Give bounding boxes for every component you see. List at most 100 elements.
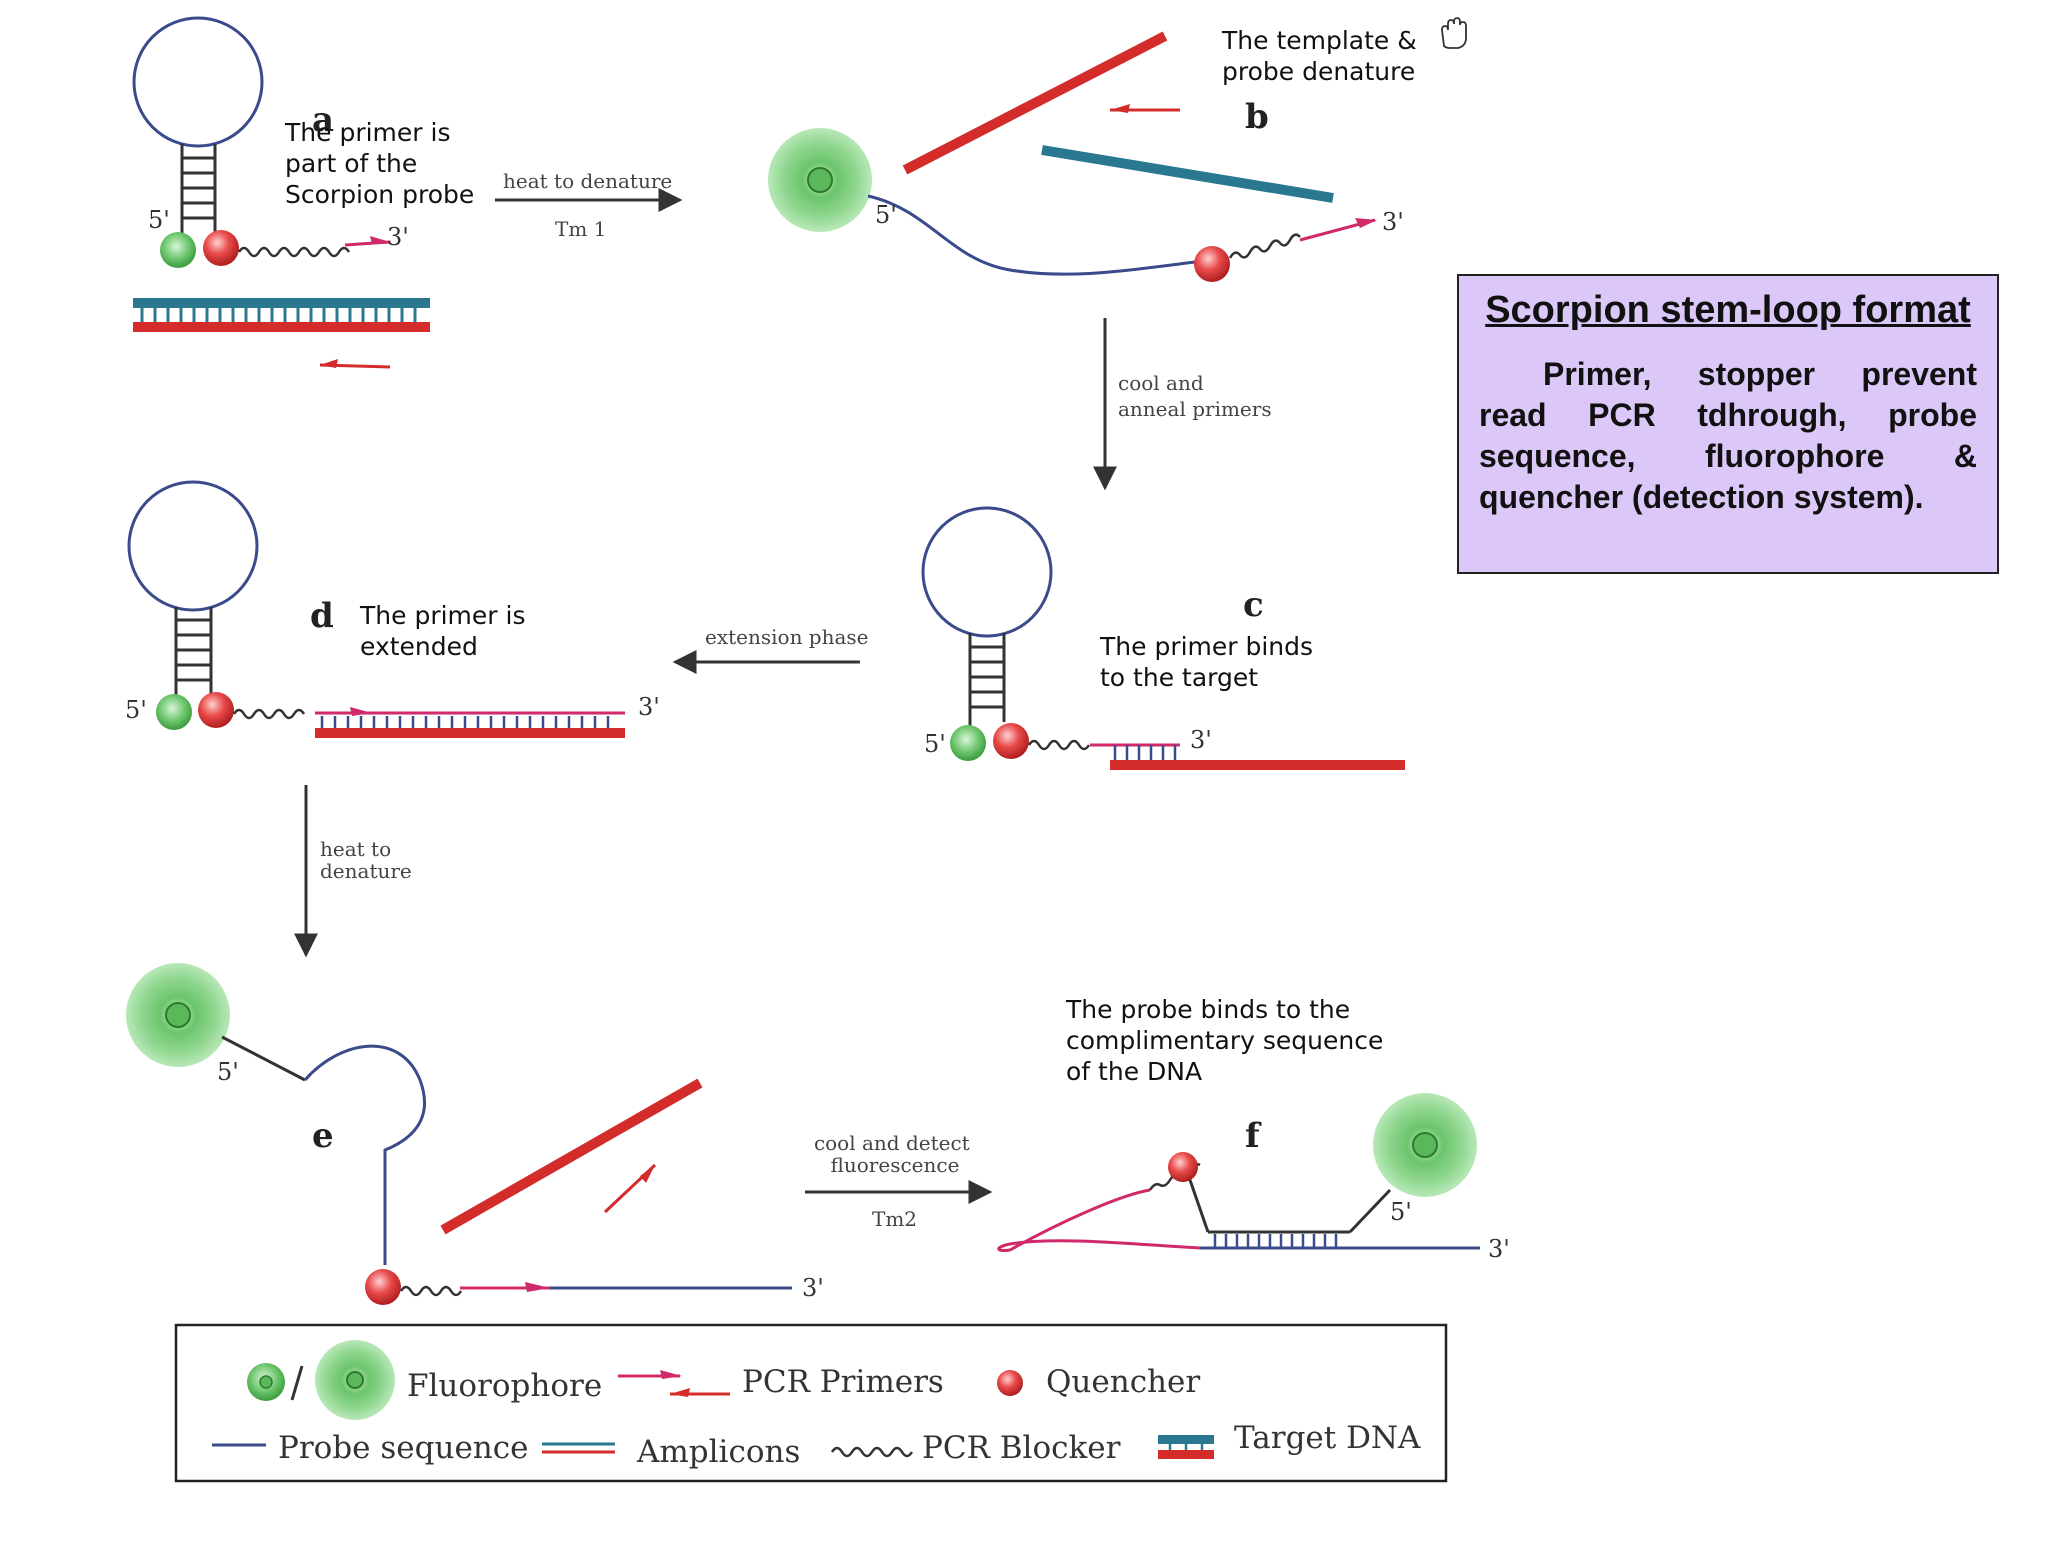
probe-loop xyxy=(921,506,1053,638)
annotation-f-line1: The probe binds to the xyxy=(1065,995,1350,1024)
primer-loop xyxy=(997,1188,1201,1252)
legend-label: Fluorophore xyxy=(407,1368,602,1404)
amplicon-strand xyxy=(440,1078,703,1235)
panel-letter-a: a xyxy=(312,100,334,140)
panel-b: 5' 3' b The template & probe denature xyxy=(768,17,1467,282)
quencher xyxy=(365,1269,401,1305)
panel-f: 5' 3' f The probe binds to the complimen… xyxy=(997,995,1510,1263)
legend-label: Amplicons xyxy=(636,1434,800,1470)
step-label: cool and anneal primers xyxy=(1118,371,1272,421)
five-prime-label: 5' xyxy=(924,730,946,758)
step-label-line1: heat to xyxy=(320,837,391,861)
step-label: extension phase xyxy=(705,625,869,649)
target-dna-top xyxy=(133,298,430,308)
target-strand xyxy=(1110,760,1405,770)
step-arrow-heat-denature-2: heat to denature xyxy=(294,785,412,958)
target-rungs xyxy=(140,308,417,322)
probe-target-rungs xyxy=(1213,1234,1338,1248)
legend: Fluorophore PCR Primers Quencher Probe s… xyxy=(174,1323,1448,1483)
step-label: heat to denature xyxy=(503,169,672,193)
stem-rungs xyxy=(182,156,215,220)
step-label-line2: anneal primers xyxy=(1118,397,1272,421)
target-strand xyxy=(1041,145,1334,203)
pcr-blocker xyxy=(237,246,351,258)
legend-label: Probe sequence xyxy=(278,1430,528,1466)
legend-pcr-primers: PCR Primers xyxy=(618,1364,944,1400)
panel-a: 5' 3' a The primer is part of the Scorpi… xyxy=(132,16,474,369)
quencher xyxy=(1194,246,1230,282)
probe-sequence xyxy=(867,194,1196,276)
pcr-blocker xyxy=(1228,233,1301,259)
fluorophore-small xyxy=(950,725,986,761)
annotation-a-line2: part of the xyxy=(285,149,417,178)
fluorophore-small xyxy=(156,694,192,730)
probe-sequence xyxy=(303,1044,426,1265)
step-arrow-cool-detect: cool and detect fluorescence Tm2 xyxy=(805,1131,993,1231)
five-prime-label: 5' xyxy=(217,1058,239,1086)
three-prime-label: 3' xyxy=(1488,1235,1510,1263)
three-prime-label: 3' xyxy=(638,693,660,721)
legend-probe-sequence: Probe sequence xyxy=(212,1430,528,1466)
pcr-blocker xyxy=(399,1285,463,1297)
legend-quencher: Quencher xyxy=(997,1364,1200,1400)
panel-c: 5' 3' c The primer binds to the target xyxy=(921,506,1405,770)
annotation-c: The primer binds to the target xyxy=(1099,632,1321,692)
extension-rungs xyxy=(320,716,610,728)
legend-label: Quencher xyxy=(1046,1364,1200,1400)
legend-amplicons: Amplicons xyxy=(542,1434,800,1470)
legend-label: Target DNA xyxy=(1234,1420,1421,1456)
step-label-line1: cool and detect xyxy=(814,1131,970,1155)
legend-target-dna: Target DNA xyxy=(1158,1420,1421,1459)
info-box: Scorpion stem-loop format Primer, stoppe… xyxy=(1457,274,1999,574)
quencher xyxy=(198,692,234,728)
annotation-d-line1: The primer is xyxy=(359,601,525,630)
annotation-b-line1: The template & xyxy=(1221,26,1417,55)
annotation-f: The probe binds to the complimentary seq… xyxy=(1065,995,1391,1086)
panel-e: 5' 3' e xyxy=(126,963,824,1305)
panel-letter-c: c xyxy=(1243,585,1264,625)
panel-letter-f: f xyxy=(1245,1116,1262,1156)
pcr-blocker xyxy=(232,708,306,720)
step-arrow-cool-anneal: cool and anneal primers xyxy=(1093,318,1272,491)
annotation-b: The template & probe denature xyxy=(1221,26,1425,86)
step-label-line1: cool and xyxy=(1118,371,1204,395)
target-strand xyxy=(315,728,625,738)
legend-label: PCR Primers xyxy=(742,1364,944,1400)
target-dna-bottom xyxy=(133,322,430,332)
panel-letter-b: b xyxy=(1245,97,1269,137)
info-box-body: Primer, stopper prevent read PCR tdhroug… xyxy=(1479,356,1977,515)
step-sublabel: Tm 1 xyxy=(555,217,606,241)
legend-pcr-blocker: PCR Blocker xyxy=(830,1430,1121,1466)
stem-rungs xyxy=(970,645,1004,709)
five-prime-label: 5' xyxy=(125,696,147,724)
five-prime-label: 5' xyxy=(875,201,897,229)
quencher xyxy=(203,230,239,266)
stem-rungs xyxy=(176,618,211,682)
fluorophore-small xyxy=(160,232,196,268)
annotation-f-line3: of the DNA xyxy=(1066,1057,1202,1086)
panel-d: 5' 3' d The primer is extended xyxy=(125,480,660,738)
legend-fluorophore: Fluorophore xyxy=(247,1340,602,1420)
primer-target-rungs xyxy=(1113,745,1177,760)
probe-loop xyxy=(132,16,264,148)
three-prime-label: 3' xyxy=(1190,726,1212,754)
five-prime-label: 5' xyxy=(148,206,170,234)
three-prime-label: 3' xyxy=(1382,208,1404,236)
quencher xyxy=(993,723,1029,759)
step-arrow-heat-denature: heat to denature Tm 1 xyxy=(495,169,683,241)
hand-cursor-icon xyxy=(1441,17,1467,49)
annotation-b-line2: probe denature xyxy=(1222,57,1415,86)
quencher xyxy=(1168,1152,1198,1182)
three-prime-label: 3' xyxy=(802,1274,824,1302)
three-prime-label: 3' xyxy=(387,223,409,251)
panel-letter-d: d xyxy=(310,596,334,636)
annotation-a: The primer is part of the Scorpion probe xyxy=(284,118,474,209)
annotation-c-line1: The primer binds xyxy=(1099,632,1313,661)
step-label-line2: denature xyxy=(320,859,412,883)
annotation-d: The primer is extended xyxy=(359,601,533,661)
annotation-d-line2: extended xyxy=(360,632,478,661)
annotation-a-line1: The primer is xyxy=(284,118,450,147)
step-arrow-extension: extension phase xyxy=(672,625,869,674)
pcr-blocker xyxy=(1027,739,1091,751)
